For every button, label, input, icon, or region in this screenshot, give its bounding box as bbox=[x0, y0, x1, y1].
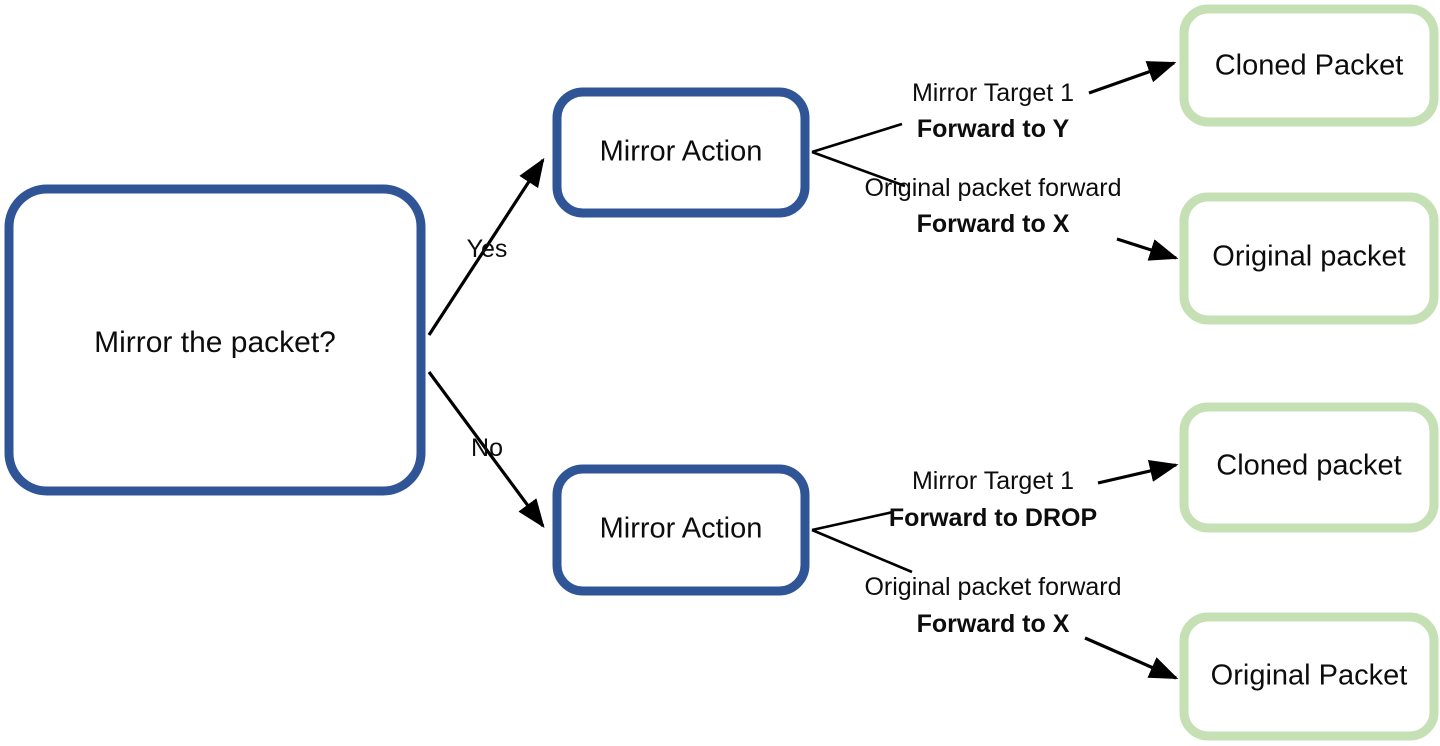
node-result-no-original[interactable]: Original Packet bbox=[1179, 612, 1439, 741]
edge-yes-to-original-packet bbox=[1116, 237, 1179, 261]
decision-label: Mirror the packet? bbox=[94, 326, 336, 359]
result-no-cloned-shape bbox=[1179, 402, 1439, 533]
node-result-yes-original[interactable]: Original packet bbox=[1179, 192, 1439, 325]
action-yes-box-shape bbox=[552, 87, 810, 218]
node-result-yes-cloned[interactable]: Cloned Packet bbox=[1179, 4, 1439, 127]
result-yes-original-label: Original packet bbox=[1212, 241, 1405, 273]
node-action-yes[interactable]: Mirror Action bbox=[552, 87, 810, 218]
result-yes-cloned-label: Cloned Packet bbox=[1215, 50, 1404, 82]
node-decision[interactable]: Mirror the packet? bbox=[4, 184, 426, 496]
edge-no bbox=[427, 371, 545, 529]
edge-fork-no-lower bbox=[811, 528, 913, 574]
edge-fork-no-upper bbox=[811, 510, 894, 532]
node-action-no[interactable]: Mirror Action bbox=[552, 464, 810, 596]
edge-label-yes-original-action: Forward to X bbox=[917, 210, 1070, 238]
edge-fork-yes-upper bbox=[811, 122, 903, 154]
result-yes-original-shape bbox=[1179, 192, 1439, 325]
action-no-box-shape bbox=[552, 464, 810, 596]
edge-no-to-cloned-packet bbox=[1097, 459, 1179, 485]
edge-fork-no bbox=[811, 510, 913, 574]
result-no-original-shape bbox=[1179, 612, 1439, 741]
edge-label-no-mirror-forward: Forward to DROP bbox=[889, 504, 1097, 532]
branch-label-yes: Yes bbox=[467, 235, 508, 263]
result-no-cloned-label: Cloned packet bbox=[1216, 450, 1401, 482]
edge-fork-yes bbox=[811, 122, 906, 188]
edge-yes bbox=[427, 157, 545, 336]
node-result-no-cloned[interactable]: Cloned packet bbox=[1179, 402, 1439, 533]
action-yes-label: Mirror Action bbox=[600, 136, 763, 168]
edge-no-line bbox=[427, 371, 545, 529]
edge-label-no-original-action: Forward to X bbox=[917, 610, 1070, 638]
edge-no-to-original-packet bbox=[1084, 636, 1179, 680]
decision-box-shape bbox=[4, 184, 426, 496]
edge-yes-line bbox=[427, 157, 545, 336]
result-no-original-label: Original Packet bbox=[1211, 660, 1408, 692]
edge-label-no-mirror-target: Mirror Target 1 bbox=[912, 467, 1074, 495]
edge-label-yes-mirror-forward: Forward to Y bbox=[917, 115, 1070, 143]
branch-label-no: No bbox=[471, 434, 503, 462]
result-yes-cloned-shape bbox=[1179, 4, 1439, 127]
edge-label-yes-original-caption: Original packet forward bbox=[864, 174, 1121, 202]
edge-label-yes-mirror-target: Mirror Target 1 bbox=[912, 79, 1074, 107]
edge-fork-yes-lower bbox=[811, 150, 906, 188]
edge-yes-to-cloned-packet bbox=[1088, 61, 1177, 95]
action-no-label: Mirror Action bbox=[600, 513, 763, 545]
edge-label-no-original-caption: Original packet forward bbox=[864, 573, 1121, 601]
